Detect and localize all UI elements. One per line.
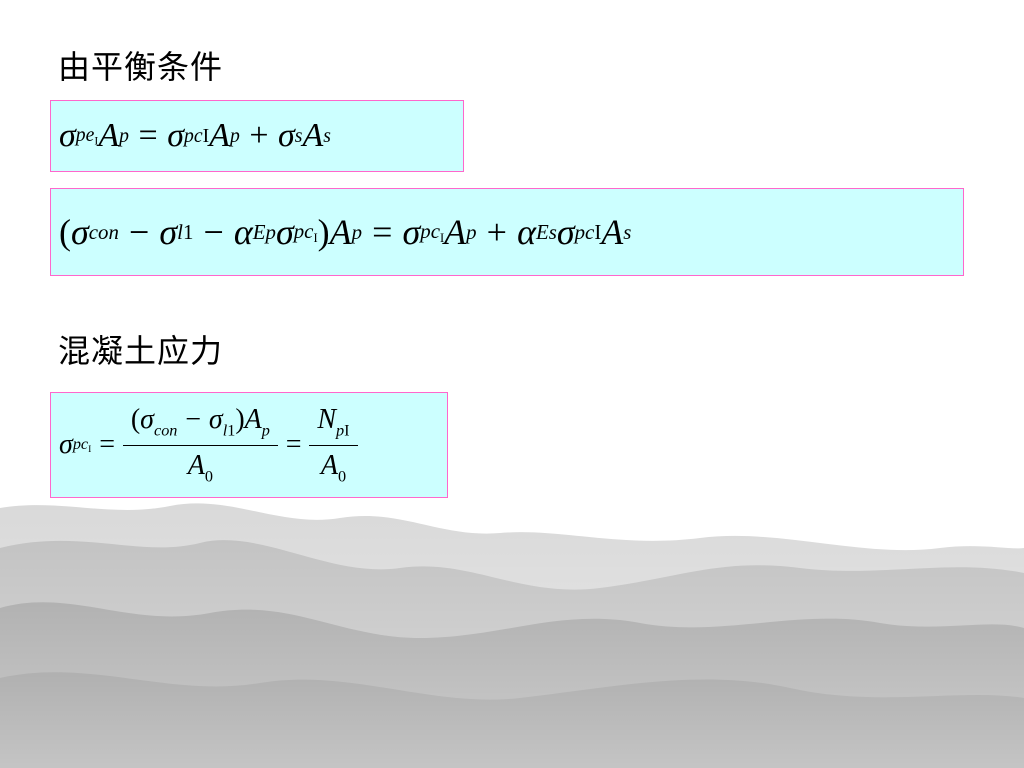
equals-sign: = <box>138 117 158 154</box>
fraction-force-over-area: NpI A0 <box>309 404 358 486</box>
subscript-Es: Es <box>535 219 557 244</box>
subscript-p: p <box>351 219 363 244</box>
alpha-symbol: α <box>517 212 536 252</box>
area-symbol: A <box>98 117 120 154</box>
sigma-symbol: σ <box>59 117 76 154</box>
fraction-numerator: (σcon−σl1)Ap <box>130 404 270 440</box>
area-symbol: A <box>444 212 467 252</box>
subscript-p: p <box>229 124 240 147</box>
subscript-pe: peI <box>75 123 99 148</box>
subscript-s: s <box>623 219 632 244</box>
equals-sign: = <box>372 212 393 252</box>
subscript-pc-I: pcI <box>293 218 318 245</box>
subscript-con: con <box>88 219 119 244</box>
sigma-symbol: σ <box>159 212 178 252</box>
subscript-s: s <box>323 124 331 147</box>
sigma-symbol: σ <box>275 212 294 252</box>
subscript-p: p <box>119 124 129 147</box>
right-paren: ) <box>317 212 330 252</box>
sigma-symbol: σ <box>278 117 295 154</box>
left-paren: ( <box>59 212 71 252</box>
area-symbol: A <box>329 212 352 252</box>
plus-sign: + <box>486 212 507 252</box>
fraction-numerator: NpI <box>317 404 350 440</box>
sigma-symbol: σ <box>167 117 184 154</box>
plus-sign: + <box>249 117 269 154</box>
alpha-symbol: α <box>233 212 253 252</box>
subscript-p: p <box>466 219 477 244</box>
mist-overlay <box>0 488 1024 768</box>
equals-sign: = <box>99 429 116 460</box>
sigma-symbol: σ <box>556 212 575 252</box>
sigma-symbol: σ <box>402 212 421 252</box>
subscript-pc-I: pcI <box>72 435 92 455</box>
subscript-pc-I: pcI <box>574 219 602 244</box>
fraction-denominator: A0 <box>122 444 278 486</box>
area-symbol: A <box>601 212 624 252</box>
area-symbol: A <box>209 117 230 154</box>
subscript-l1: l1 <box>177 219 194 244</box>
fraction-stress-over-area: (σcon−σl1)Ap A0 <box>122 404 278 486</box>
subscript-pc-I: pcI <box>183 124 210 147</box>
area-symbol: A <box>302 117 324 154</box>
fraction-denominator: A0 <box>309 444 358 486</box>
heading-equilibrium: 由平衡条件 <box>58 48 224 86</box>
minus-sign: − <box>128 212 150 252</box>
subscript-s: s <box>294 124 303 147</box>
sigma-symbol: σ <box>59 429 73 460</box>
equals-sign: = <box>285 429 302 460</box>
heading-concrete-stress: 混凝土应力 <box>58 332 224 370</box>
sigma-symbol: σ <box>71 212 89 252</box>
minus-sign: − <box>203 212 224 252</box>
subscript-Ep: Ep <box>252 219 276 244</box>
mountain-background-image <box>0 488 1024 768</box>
subscript-pc-I: pcI <box>420 218 445 245</box>
